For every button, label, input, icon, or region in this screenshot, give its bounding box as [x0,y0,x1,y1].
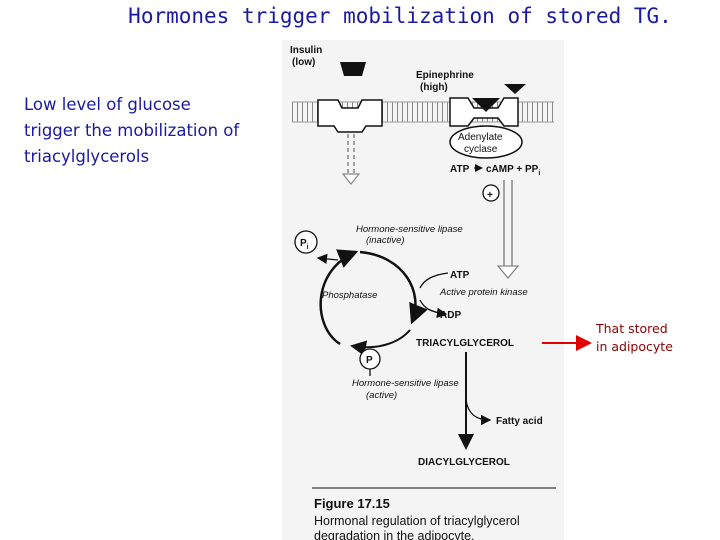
insulin-signal-arrow [341,134,361,185]
epinephrine-level-label: (high) [420,82,448,93]
figure-caption: degradation in the adipocyte. [314,529,475,540]
epinephrine-label: Epinephrine [416,70,474,81]
adenylate-cyclase-shape [449,125,523,159]
adp-output-arrow [419,299,448,319]
insulin-level-label: (low) [292,57,315,68]
hsl-active-state: (active) [366,390,397,401]
side-text-line: trigger the mobilization of [24,121,240,140]
adp-label: ADP [440,310,461,321]
note-line: in adipocyte [596,339,673,354]
epinephrine-molecule-icon [504,84,526,94]
atp-input-arrow [419,272,449,289]
insulin-receptor [317,99,383,133]
side-text: Low level of glucose trigger the mobiliz… [24,92,284,170]
pi-release-arrow [316,253,339,265]
side-text-line: triacylglycerols [24,147,150,166]
plus-sign: + [487,190,493,201]
insulin-label: Insulin [290,45,322,56]
adenylate-cyclase-label: Adenylate [458,132,503,143]
figure-number: Figure 17.15 [314,496,390,511]
triacylglycerol-label: TRIACYLGLYCEROL [416,338,514,349]
hsl-inactive-state: (inactive) [366,235,405,246]
slide-title: Hormones trigger mobilization of stored … [128,4,672,28]
atp-kinase-label: ATP [450,270,470,281]
fatty-acid-label: Fatty acid [496,416,543,427]
fatty-acid-arrow [465,399,492,426]
phosphatase-label: Phosphatase [322,290,377,301]
phosphate-label: P [366,355,373,366]
hsl-inactive-label: Hormone-sensitive lipase [356,224,463,235]
figure-caption: Hormonal regulation of triacylglycerol [314,514,520,528]
side-text-line: Low level of glucose [24,95,191,114]
note-line: That stored [596,321,668,336]
camp-signal-arrow [496,180,520,280]
adenylate-cyclase-label: cyclase [464,144,498,155]
atp-label: ATP [450,164,470,175]
epinephrine-receptor [449,97,519,127]
adipocyte-note: That stored in adipocyte [596,320,673,356]
insulin-molecule-icon [340,62,366,76]
pi-circle-icon [294,230,318,254]
stimulation-plus-icon [482,184,500,202]
hsl-active-label: Hormone-sensitive lipase [352,378,459,389]
pi-label: Pi [300,238,309,251]
camp-label: cAMP + PPi [486,164,540,177]
phosphorylation-cycle [319,249,428,357]
active-kinase-label: Active protein kinase [439,287,528,298]
diacylglycerol-label: DIACYLGLYCEROL [418,457,510,468]
epinephrine-bound-icon [472,98,500,112]
